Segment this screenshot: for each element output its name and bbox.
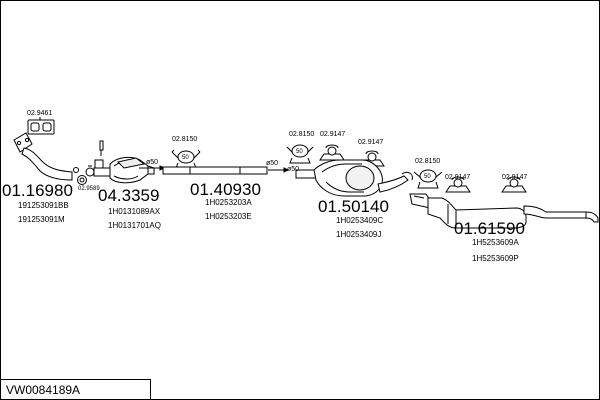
intermediate-pipe-part-number: 01.40930 (190, 180, 261, 199)
clamp-c-label: 02.8150 (415, 158, 441, 165)
diameter-label-1: ø50 (146, 159, 159, 166)
small-clamp-label: 02.9589 (78, 186, 100, 192)
front-pipe-part-number: 01.16980 (2, 181, 73, 200)
rear-silencer-drawing (410, 194, 598, 228)
clamp-badge-a: 50 (182, 155, 189, 161)
front-pipe-oe-2: 191253091M (18, 215, 65, 224)
hanger-c-label: 02.9147 (445, 174, 471, 181)
clamp-c-drawing (414, 170, 442, 188)
diameter-label-2: ø50 (266, 160, 279, 167)
intermediate-pipe-drawing (163, 167, 267, 174)
hanger-a-label: 02.9147 (320, 131, 346, 138)
diagram-code: VW0084189A (6, 383, 81, 397)
gasket-label: 02.9461 (27, 110, 53, 117)
clamp-a-label: 02.8150 (172, 136, 198, 143)
middle-silencer-drawing (296, 160, 412, 196)
front-pipe-drawing (14, 133, 79, 180)
clamp-badge-c: 50 (424, 174, 431, 180)
catalyst-drawing (94, 141, 154, 183)
hanger-a-drawing (320, 145, 344, 160)
clamp-badge-b: 50 (296, 149, 303, 155)
catalyst-oe-2: 1H0131701AQ (108, 221, 161, 230)
hanger-b-label: 02.9147 (358, 139, 384, 146)
catalyst-oe-1: 1H0131089AX (108, 207, 161, 216)
small-clamp-drawing (78, 176, 87, 185)
middle-silencer-part-number: 01.50140 (318, 197, 389, 216)
rear-silencer-oe-2: 1H5253609P (472, 254, 519, 263)
clamp-b-label: 02.8150 (289, 131, 315, 138)
catalyst-joint-clamp (86, 166, 94, 176)
middle-silencer-oe-2: 1H0253409J (336, 230, 382, 239)
diameter-marker-2 (268, 168, 288, 172)
intermediate-pipe-oe-2: 1H0253203E (205, 212, 252, 221)
diameter-label-3: ø50 (287, 166, 300, 173)
catalyst-part-number: 04.3359 (98, 186, 160, 205)
middle-silencer-oe-1: 1H0253409C (336, 216, 384, 225)
hanger-d-label: 02.9147 (502, 174, 528, 181)
intermediate-pipe-oe-1: 1H0253203A (205, 198, 252, 207)
diameter-marker-1 (139, 166, 164, 170)
gasket-drawing (28, 117, 54, 134)
rear-silencer-oe-1: 1H5253609A (472, 238, 519, 247)
front-pipe-oe-1: 191253091BB (18, 201, 69, 210)
hanger-d-drawing (502, 177, 526, 192)
hanger-c-drawing (446, 177, 470, 192)
rear-silencer-part-number: 01.61590 (454, 219, 525, 238)
clamp-b-drawing (287, 145, 313, 163)
